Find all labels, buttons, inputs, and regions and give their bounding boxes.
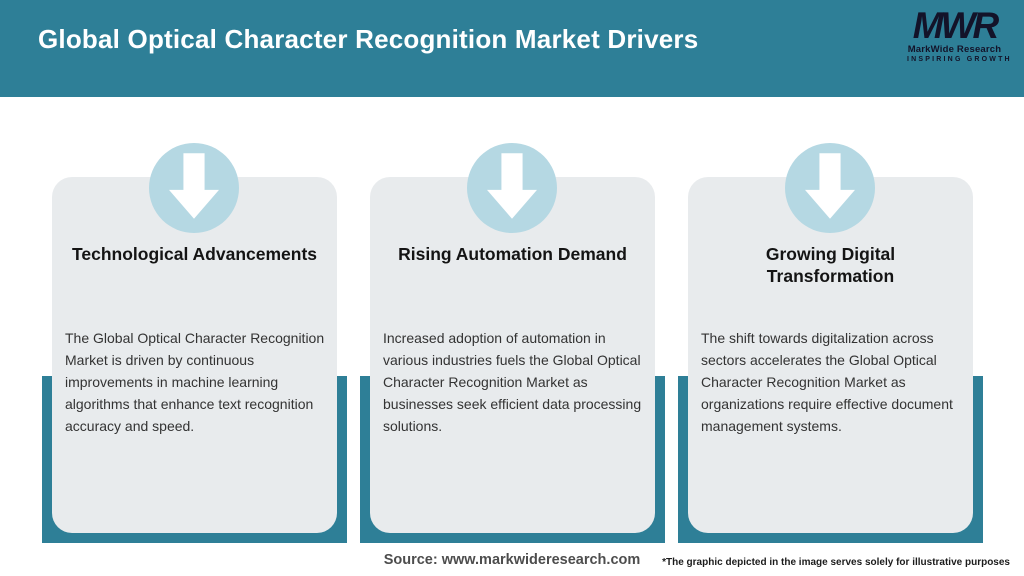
logo-monogram-icon: MWR [912, 5, 999, 46]
card-title: Rising Automation Demand [398, 244, 627, 264]
down-arrow-icon [805, 152, 855, 224]
driver-card: Growing Digital Transformation The shift… [688, 177, 973, 533]
arrow-badge [785, 143, 875, 233]
logo-tagline: INSPIRING GROWTH [907, 56, 1012, 63]
driver-card: Rising Automation Demand Increased adopt… [370, 177, 655, 533]
page-title: Global Optical Character Recognition Mar… [38, 24, 699, 54]
driver-column-2: Rising Automation Demand Increased adopt… [360, 0, 665, 576]
header-band: Global Optical Character Recognition Mar… [0, 0, 1024, 97]
card-title: Growing Digital Transformation [765, 244, 896, 286]
driver-card: Technological Advancements The Global Op… [52, 177, 337, 533]
arrow-badge [149, 143, 239, 233]
card-title: Technological Advancements [71, 244, 318, 264]
source-text: Source: www.markwideresearch.com [383, 552, 641, 568]
disclaimer-text: *The graphic depicted in the image serve… [662, 557, 1010, 568]
arrow-badge [467, 143, 557, 233]
down-arrow-icon [169, 152, 219, 224]
card-description: Increased adoption of automation in vari… [383, 330, 642, 434]
card-description: The Global Optical Character Recognition… [65, 330, 325, 434]
logo-name: MarkWide Research [907, 44, 1002, 55]
markwide-research-logo: MWR MarkWide Research INSPIRING GROWTH [907, 5, 1012, 63]
card-description: The shift towards digitalization across … [701, 330, 953, 434]
driver-column-1: Technological Advancements The Global Op… [42, 0, 347, 576]
driver-column-3: Growing Digital Transformation The shift… [678, 0, 983, 576]
down-arrow-icon [487, 152, 537, 224]
